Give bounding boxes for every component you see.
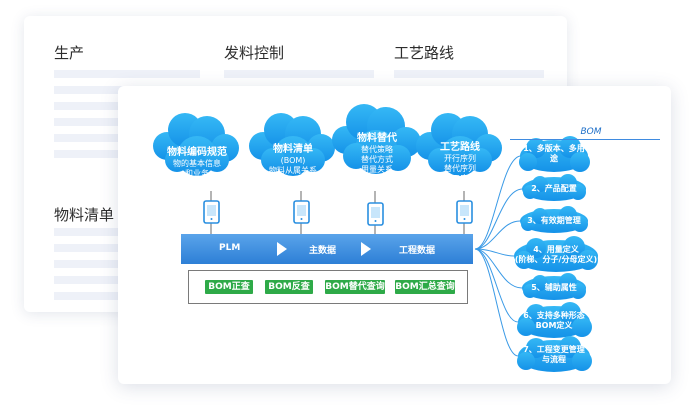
bom-item-auxiliary-attributes: 5、辅助属性 [514,283,594,293]
label-material-issue-control: 发料控制 [224,44,285,62]
bom-item-line: 3、有效期管理 [527,216,581,225]
flow-label-plm: PLM [219,243,241,253]
fan-out-curve [474,248,519,357]
bom-item-line: 4、用量定义 [533,245,579,254]
bom-forward-query-button[interactable]: BOM正查 [205,280,253,294]
cloud-title: 物料编码规范 [167,147,227,158]
placeholder-line [54,292,124,300]
cloud-bill-of-materials: 物料清单 (BOM) 物料从属关系 和结构关系 [263,144,323,186]
cloud-material-substitution: 物料替代 替代策略 替代方式 用量关系 [346,133,408,175]
bom-item-cloud [522,273,586,300]
fan-out-curve [474,248,523,289]
cloud-line: 返工序列 [444,174,476,183]
bom-item-line: 与流程 [542,355,566,364]
cloud-line: 和业务 [185,169,209,178]
bom-item-cloud [520,206,588,233]
bom-item-product-config: 2、产品配置 [514,184,594,194]
bom-item-validity: 3、有效期管理 [514,216,594,226]
cloud-process-route: 工艺路线 开行序列 替代序列 返工序列 [430,142,490,184]
cloud-material-coding: 物料编码规范 物的基本信息 和业务 [167,147,227,179]
phone-icon [456,200,473,224]
bom-item-multi-version: 1、多版本、多用 途 [514,144,594,164]
bom-query-box: BOM正查 BOM反查 BOM替代查询 BOM汇总查询 [188,270,468,304]
cloud-line: 替代序列 [444,164,476,173]
placeholder-line [54,260,124,268]
cloud-shape [416,113,502,176]
bom-reverse-query-button[interactable]: BOM反查 [265,280,313,294]
placeholder-line [54,228,124,236]
flow-label-master-data: 主数据 [309,246,337,256]
fan-out-curve [474,188,523,250]
phone-icon [367,202,384,226]
bom-item-cloud [514,236,598,272]
placeholder-line [224,70,374,78]
placeholder-line [54,70,200,78]
diagram-canvas [153,104,598,372]
bom-item-engineering-change: 7、工程变更管理 与流程 [514,345,594,365]
bom-item-cloud [522,174,586,201]
data-flow-bar: PLM 主数据 工程数据 [181,234,473,264]
fan-out-curve [474,248,519,323]
cloud-title: 物料清单 [273,144,313,155]
cloud-line: 替代方式 [361,155,393,164]
cloud-shape [332,104,421,174]
bom-item-line: 2、产品配置 [531,184,577,193]
cloud-shape [153,113,239,176]
placeholder-line [54,244,124,252]
cloud-line: 开行序列 [444,154,476,163]
cloud-shape [249,113,335,176]
bom-diagram-panel: 物料编码规范 物的基本信息 和业务 物料清单 (BOM) 物料从属关系 和结构关… [118,86,671,384]
bom-summary-query-button[interactable]: BOM汇总查询 [395,280,455,294]
cloud-line: 用量关系 [361,165,393,174]
bom-item-multi-form: 6、支持多种形态 BOM定义 [514,311,594,331]
phone-icon [203,200,220,224]
bom-header: BOM [580,127,602,137]
cloud-line: 和结构关系 [273,176,313,185]
cloud-line: (BOM) [280,156,306,165]
cloud-line: 物的基本信息 [173,159,221,168]
flow-label-engineering-data: 工程数据 [399,246,436,256]
bom-item-cloud [517,336,592,372]
bom-item-usage-definition: 4、用量定义 (阶梯、分子/分母定义) [508,245,604,265]
label-process-route: 工艺路线 [394,44,455,62]
placeholder-line [54,276,124,284]
cloud-line: 物料从属关系 [269,166,317,175]
cloud-title: 物料替代 [357,133,397,144]
bom-substitute-query-button[interactable]: BOM替代查询 [325,280,385,294]
fan-out-curve [474,248,515,257]
cloud-title: 工艺路线 [440,142,480,153]
bom-item-line: BOM定义 [535,321,573,330]
bom-item-line: 1、多版本、多用 [523,144,585,153]
phone-icon [293,200,310,224]
label-production: 生产 [54,44,85,62]
bom-item-line: 5、辅助属性 [531,283,577,292]
bom-item-cloud [517,302,592,338]
fan-out-curve [474,220,521,250]
bom-header-divider [510,139,660,140]
bom-item-line: (阶梯、分子/分母定义) [514,255,598,264]
bom-item-cloud [519,136,590,172]
arrow-right-icon [361,242,371,256]
bom-item-line: 途 [550,154,558,163]
fan-out-curve [474,155,521,250]
label-bill-of-materials: 物料清单 [54,206,115,224]
bom-item-line: 7、工程变更管理 [523,345,585,354]
placeholder-line [394,70,544,78]
bom-item-line: 6、支持多种形态 [523,311,585,320]
cloud-line: 替代策略 [361,145,393,154]
arrow-right-icon [277,242,287,256]
